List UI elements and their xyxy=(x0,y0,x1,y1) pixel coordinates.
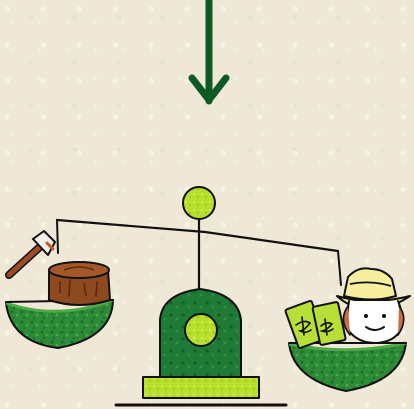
right-scale-pan xyxy=(289,343,406,391)
scale-top-knob xyxy=(183,187,215,289)
money-icon xyxy=(285,300,346,348)
down-arrow-icon xyxy=(192,0,226,101)
left-scale-pan xyxy=(6,300,113,348)
tree-stump-icon xyxy=(49,262,110,305)
axe-icon xyxy=(9,231,55,275)
farmer-face-icon xyxy=(337,268,410,343)
scale-base xyxy=(116,289,286,405)
